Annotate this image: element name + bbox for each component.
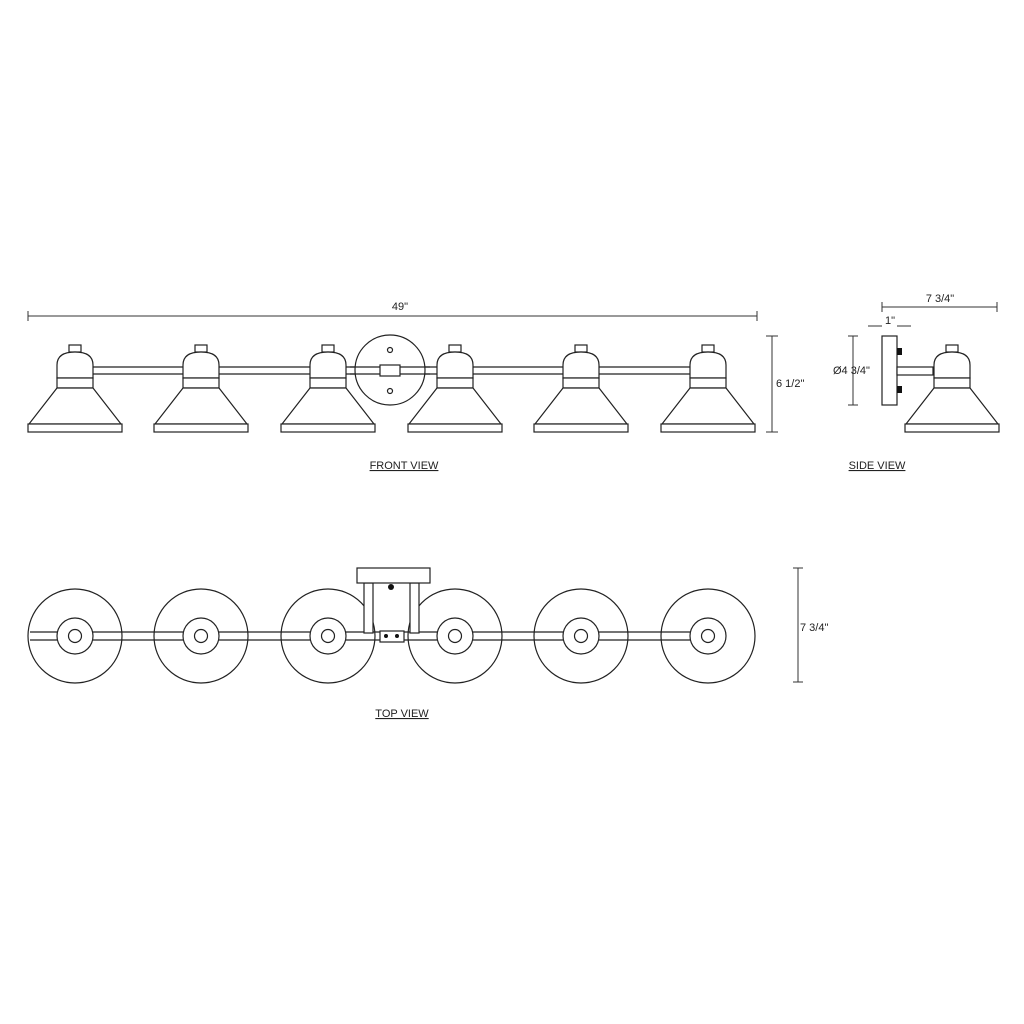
center-bracket — [379, 364, 401, 377]
side-view-label: SIDE VIEW — [849, 460, 906, 472]
plate-depth-label: 1" — [885, 315, 895, 327]
top-bracket — [379, 630, 405, 643]
lamp-hub-top — [182, 617, 220, 655]
lamp-shade — [153, 344, 249, 433]
wall-plate — [881, 335, 898, 406]
side-view: 7 3/4" 1" Ø4 3/4" SIDE VIEW — [833, 293, 1000, 472]
top-view: 7 3/4" TOP VIEW — [27, 567, 828, 720]
top-depth-label: 7 3/4" — [800, 622, 828, 634]
plate-diameter-label: Ø4 3/4" — [833, 365, 870, 377]
front-view-label: FRONT VIEW — [370, 460, 439, 472]
front-view: 49" 6 1/2" FRONT VIEW — [27, 301, 804, 472]
height-dimension-label: 6 1/2" — [776, 378, 804, 390]
lamp-hub-top — [436, 617, 474, 655]
lamp-hub-top — [689, 617, 727, 655]
side-depth-label: 7 3/4" — [926, 293, 954, 305]
top-view-label: TOP VIEW — [375, 708, 429, 720]
lamp-shade — [407, 344, 503, 433]
width-dimension-label: 49" — [392, 301, 408, 313]
lamp-shade — [533, 344, 629, 433]
lamp-shade — [27, 344, 123, 433]
lamp-shade — [660, 344, 756, 433]
lamp-hub-top — [56, 617, 94, 655]
lamp-shade — [280, 344, 376, 433]
lamp-shade — [904, 344, 1000, 433]
lamp-hub-top — [309, 617, 347, 655]
lamp-hub-top — [562, 617, 600, 655]
top-canopy — [356, 567, 431, 584]
